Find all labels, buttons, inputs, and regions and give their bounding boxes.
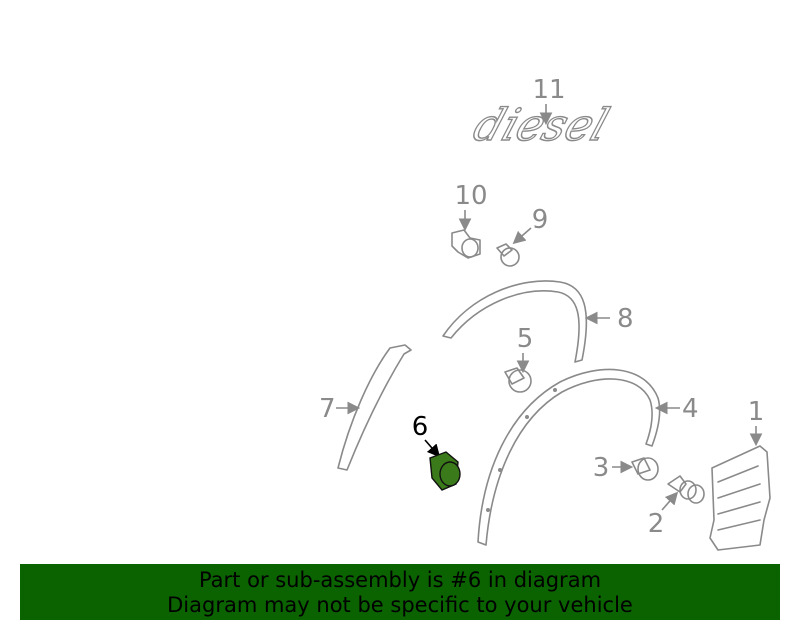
push-clip-head xyxy=(500,247,520,267)
clip-boss-highlighted xyxy=(439,461,461,487)
lower-arch-hole xyxy=(553,388,557,392)
push-pin-stem xyxy=(631,457,651,475)
push-pin-head xyxy=(637,457,659,481)
lower-arch-hole xyxy=(498,468,502,472)
lower-arch-hole xyxy=(486,508,490,512)
part-1-vent-panel[interactable]: 1 xyxy=(709,397,771,551)
callout-6: 6 xyxy=(412,412,429,442)
lower-arch-hole xyxy=(525,415,529,419)
bracket-clip-boss xyxy=(461,238,479,258)
upper-arch-trim-outline xyxy=(442,280,588,363)
part-4-lower-arch-trim[interactable]: 4 xyxy=(477,368,699,546)
rivet-stem xyxy=(667,475,687,493)
part-6-clip-highlighted[interactable]: 6 xyxy=(412,412,461,491)
part-5-grommet[interactable]: 5 xyxy=(504,324,534,393)
rivet-collar xyxy=(679,480,697,500)
part-8-upper-arch-trim[interactable]: 8 xyxy=(442,280,634,363)
vent-panel-outline xyxy=(709,445,771,551)
part-10-bracket-clip[interactable]: 10 xyxy=(451,181,488,259)
callout-1: 1 xyxy=(748,397,765,427)
banner-line-part-info: Part or sub-assembly is #6 in diagram xyxy=(198,568,602,592)
part-11-diesel-emblem[interactable]: 11 diesel xyxy=(467,75,616,151)
callout-8: 8 xyxy=(617,304,634,334)
grommet-head xyxy=(508,369,532,393)
leader-6 xyxy=(424,439,441,458)
part-7-pillar-strip[interactable]: 7 xyxy=(319,344,412,471)
diesel-emblem-lettering: diesel xyxy=(468,99,616,151)
bracket-clip-body xyxy=(451,229,481,259)
callout-5: 5 xyxy=(517,324,534,354)
part-9-push-clip[interactable]: 9 xyxy=(496,205,549,267)
leader-9 xyxy=(512,227,532,245)
rivet-head xyxy=(687,484,705,504)
callout-9: 9 xyxy=(532,205,549,235)
callout-10: 10 xyxy=(454,181,487,211)
callout-3: 3 xyxy=(593,453,610,483)
leader-2 xyxy=(661,491,679,511)
part-3-push-pin[interactable]: 3 xyxy=(593,453,659,483)
callout-2: 2 xyxy=(648,509,665,539)
callout-11: 11 xyxy=(532,75,565,105)
info-banner: Part or sub-assembly is #6 in diagram Di… xyxy=(20,564,780,620)
pillar-strip-outline xyxy=(337,344,412,471)
part-2-rivet[interactable]: 2 xyxy=(648,475,705,539)
banner-line-disclaimer: Diagram may not be specific to your vehi… xyxy=(167,593,633,617)
lower-arch-trim-outline xyxy=(477,368,661,546)
vent-panel-louvers xyxy=(717,465,761,531)
callout-7: 7 xyxy=(319,394,336,424)
callout-4: 4 xyxy=(682,394,699,424)
